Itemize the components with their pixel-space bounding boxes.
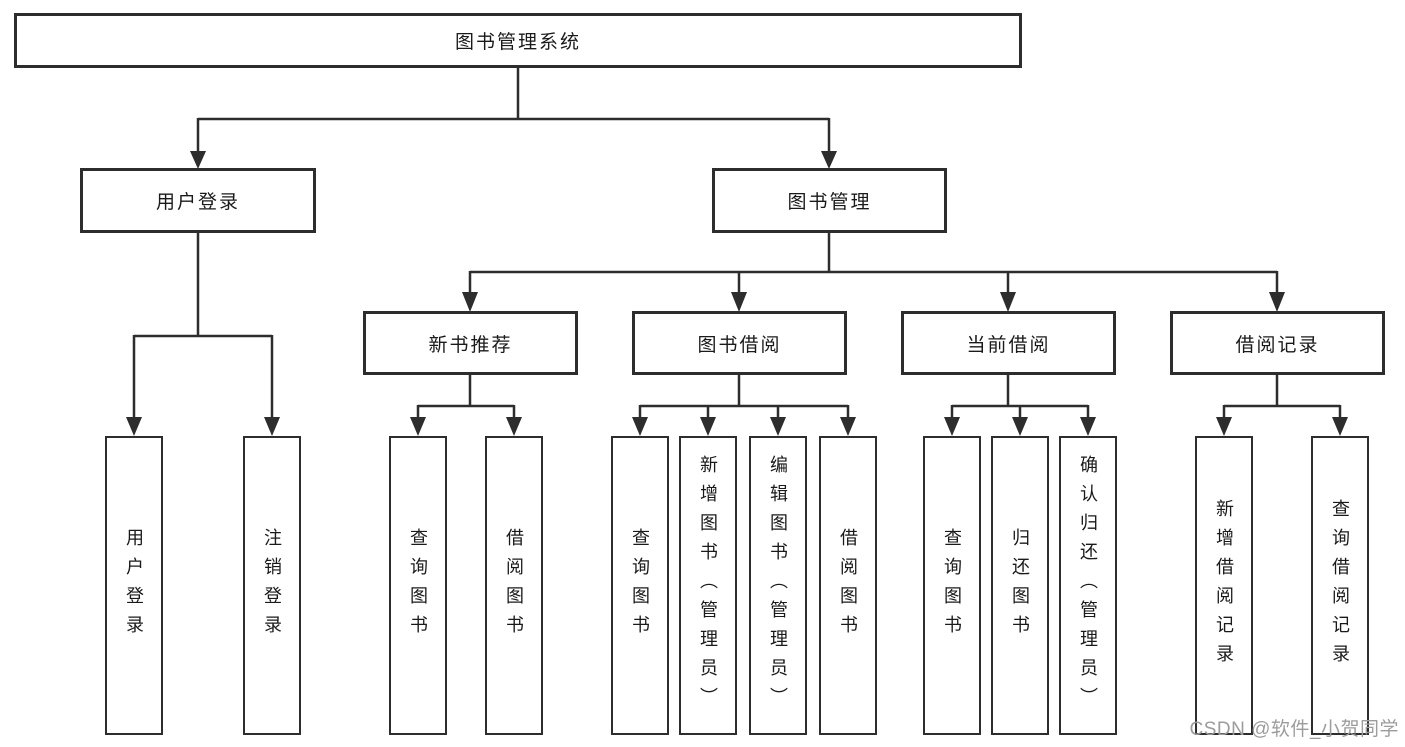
node-user-login: 用户登录 [80, 168, 316, 233]
leaf-query-books-borrow: 查询图书 [611, 436, 669, 735]
node-book-management: 图书管理 [712, 168, 947, 233]
leaf-user-login: 用户登录 [105, 436, 163, 735]
leaf-query-books-current: 查询图书 [923, 436, 981, 735]
leaf-add-borrow-record: 新增借阅记录 [1195, 436, 1253, 735]
connector-book-borrow-branch [638, 373, 850, 419]
node-book-borrow: 图书借阅 [632, 311, 847, 375]
leaf-edit-book-admin: 编辑图书（管理员） [749, 436, 807, 735]
leaf-confirm-return-admin: 确认归还（管理员） [1059, 436, 1117, 735]
connector-current-borrow-branch [950, 373, 1090, 419]
connector-new-book-branch [416, 373, 516, 419]
leaf-borrow-books-borrow: 借阅图书 [819, 436, 877, 735]
node-current-borrow: 当前借阅 [901, 311, 1116, 375]
watermark-text: CSDN @软件_小贺同学 [1189, 719, 1399, 740]
connector-borrow-records-branch [1222, 373, 1342, 419]
connector-root-to-level2 [196, 66, 831, 152]
leaf-query-borrow-record: 查询借阅记录 [1311, 436, 1369, 735]
leaf-logout: 注销登录 [243, 436, 301, 735]
leaf-borrow-books-recommend: 借阅图书 [485, 436, 543, 735]
leaf-add-book-admin: 新增图书（管理员） [679, 436, 737, 735]
connector-user-login-branch [132, 231, 274, 419]
leaf-query-books-recommend: 查询图书 [389, 436, 447, 735]
node-new-book-recommend: 新书推荐 [363, 311, 578, 375]
node-borrow-records: 借阅记录 [1170, 311, 1385, 375]
arrowheads [126, 151, 1348, 436]
node-library-management-system: 图书管理系统 [14, 13, 1022, 68]
connector-book-management-branch [468, 231, 1279, 293]
leaf-return-books: 归还图书 [991, 436, 1049, 735]
